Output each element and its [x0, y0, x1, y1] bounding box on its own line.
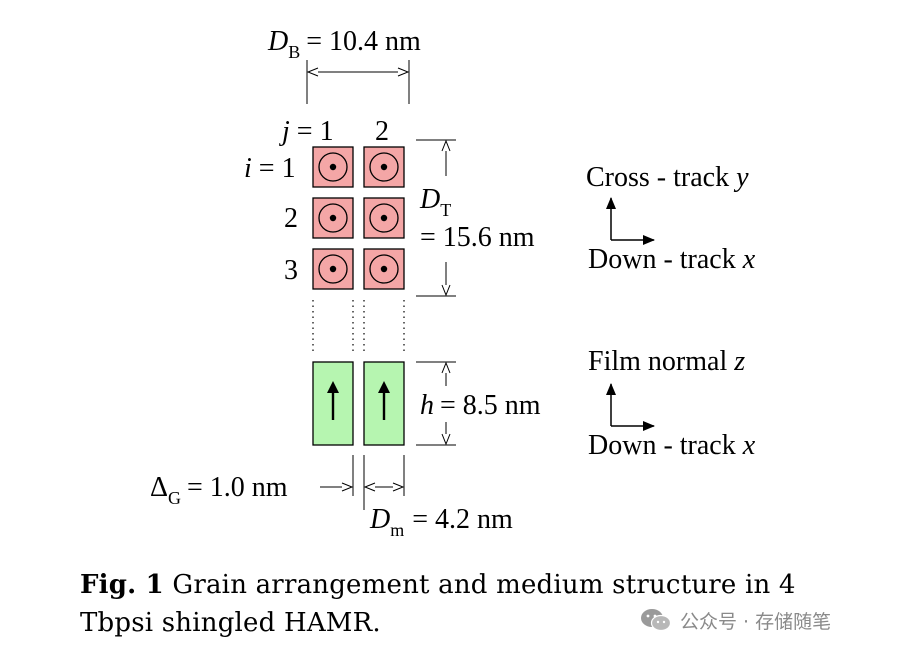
axes-bottom-horizontal-var: x	[742, 430, 756, 461]
top-view-grains	[312, 146, 405, 290]
row-label-i2: 2	[284, 203, 298, 234]
grain-side-c2	[363, 361, 405, 446]
caption-figure-label: Fig. 1	[80, 570, 164, 600]
side-view-grains	[312, 361, 405, 446]
grain-top-r2c1	[312, 197, 354, 239]
grain-top-r1c1	[312, 146, 354, 188]
grain-size-subscript: m	[390, 520, 404, 540]
thickness-label: h= 8.5 nm	[420, 390, 541, 421]
gap-subscript: G	[168, 488, 181, 508]
axes-top-vertical-text: Cross - track	[586, 162, 729, 193]
axes-top-arrows-icon	[606, 197, 655, 245]
axes-bottom-vertical-text: Film normal	[588, 346, 727, 377]
track-pitch-subscript: T	[440, 200, 451, 220]
grain-size-value: = 4.2 nm	[412, 504, 513, 535]
gap-and-grain-dimensions	[320, 455, 405, 510]
wechat-icon	[641, 609, 672, 632]
grain-diameter-symbol: D	[267, 26, 288, 57]
grain-diameter-dimension	[306, 60, 410, 104]
thickness-symbol: h	[420, 390, 434, 421]
axes-bottom-arrows-icon	[606, 383, 655, 431]
thickness-value: = 8.5 nm	[440, 390, 541, 421]
continuation-dots	[312, 300, 405, 352]
grain-size-label: Dm = 4.2 nm	[369, 504, 513, 540]
gap-symbol: Δ	[150, 472, 168, 503]
axes-bottom-vertical-var: z	[733, 346, 745, 377]
figure-caption: Fig. 1 Grain arrangement and medium stru…	[80, 566, 860, 642]
thickness-dimension	[416, 361, 456, 446]
row-label-i1: i = 1	[244, 153, 296, 184]
column-label-j2: 2	[375, 116, 389, 147]
track-pitch-value: = 15.6 nm	[420, 222, 535, 253]
column-label-j1: j = 1	[279, 116, 334, 147]
row-i-text: = 1	[252, 153, 296, 184]
column-j-text: = 1	[290, 116, 334, 147]
axes-top-vertical-var: y	[733, 162, 749, 193]
axes-top-horizontal-var: x	[742, 244, 756, 275]
axes-bottom-horizontal-text: Down - track	[588, 430, 736, 461]
grain-top-r1c2	[363, 146, 405, 188]
axes-top-horizontal-text: Down - track	[588, 244, 736, 275]
grain-top-r3c2	[363, 248, 405, 290]
watermark-text: 公众号 · 存储随笔	[680, 610, 832, 633]
grain-side-c1	[312, 361, 354, 446]
grain-diameter-subscript: B	[288, 42, 300, 62]
caption-text: Grain arrangement and medium structure i…	[80, 570, 796, 638]
grain-diameter-label: DB = 10.4 nm	[267, 26, 421, 62]
track-pitch-symbol-label: DT	[419, 184, 451, 220]
watermark: 公众号 · 存储随笔	[640, 604, 831, 636]
grain-top-r2c2	[363, 197, 405, 239]
gap-label: ΔG = 1.0 nm	[150, 472, 288, 508]
row-label-i3: 3	[284, 255, 298, 286]
track-pitch-dimension	[416, 139, 456, 297]
grain-size-symbol: D	[369, 504, 390, 535]
grain-diameter-value: = 10.4 nm	[306, 26, 421, 57]
gap-value: = 1.0 nm	[187, 472, 288, 503]
track-pitch-symbol: D	[419, 184, 440, 215]
grain-top-r3c1	[312, 248, 354, 290]
